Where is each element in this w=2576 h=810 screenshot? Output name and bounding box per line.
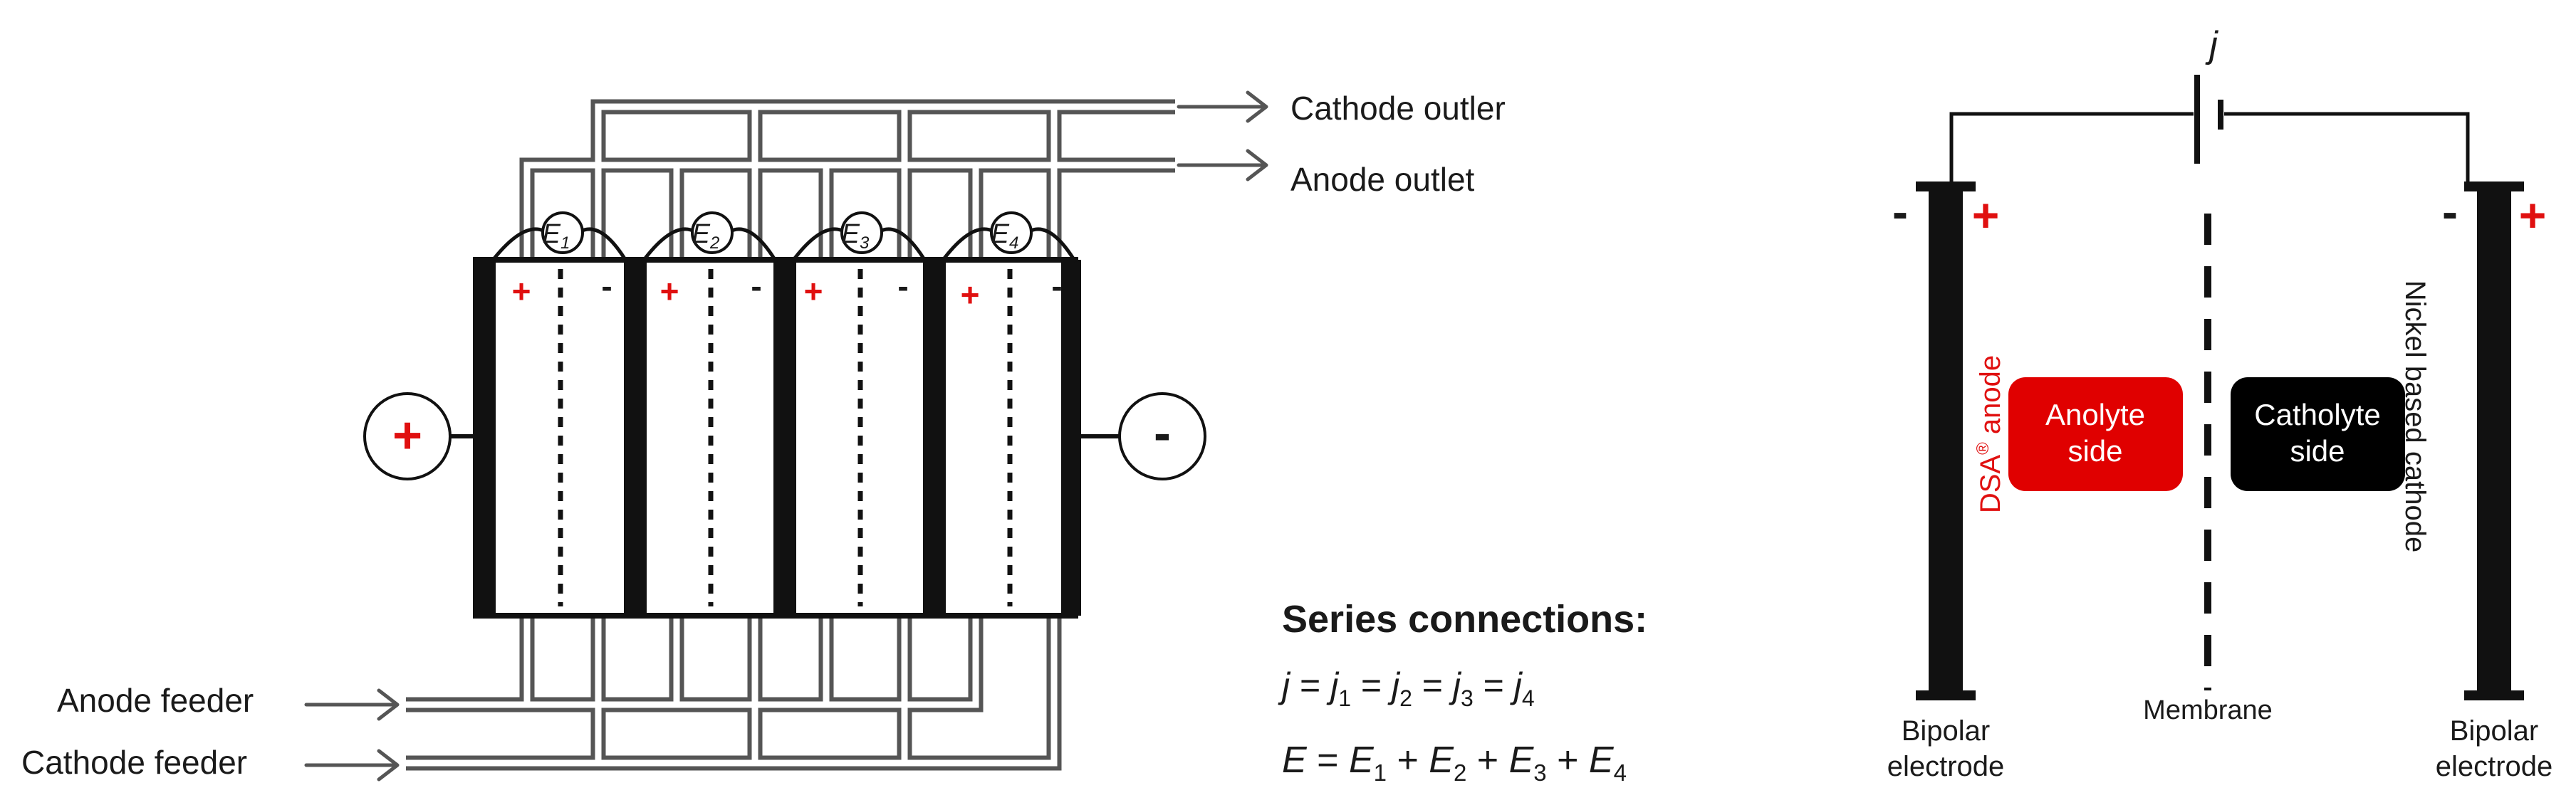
- cell-voltmeters: [490, 211, 1078, 263]
- right-electrode-caption-line2: electrode: [2436, 751, 2553, 782]
- cell-plus-sign: +: [512, 273, 531, 310]
- external-circuit: j: [1949, 24, 2470, 182]
- cell-3: [773, 257, 929, 619]
- cell-voltage-label: E2: [692, 219, 720, 253]
- membrane-label: Membrane: [2143, 695, 2273, 725]
- bipolar-plate: [776, 260, 796, 616]
- positive-terminal: +: [363, 392, 476, 480]
- right-electrode-minus: -: [2442, 185, 2458, 238]
- anode-label: DSA® anode: [1973, 355, 2006, 513]
- cell-minus-sign: -: [1051, 268, 1062, 305]
- bipolar-plate: [476, 260, 496, 616]
- bipolar-plate: [627, 260, 647, 616]
- end-plate: [1061, 260, 1081, 616]
- catholyte-line1: Catholyte: [2254, 398, 2380, 431]
- left-electrode-caption-line2: electrode: [1887, 751, 2005, 782]
- current-label: j: [2205, 24, 2218, 65]
- right-electrode-plus: +: [2519, 189, 2547, 241]
- current-equation: j = j1 = j2 = j3 = j4: [1278, 666, 1535, 711]
- cell-1: [473, 257, 630, 619]
- cell-voltage-label: E3: [842, 219, 870, 253]
- anolyte-box: Anolyte side: [2008, 377, 2183, 491]
- feeder-pipes: [406, 612, 1062, 771]
- anode-feeder-label: Anode feeder: [57, 682, 254, 719]
- cell-2: [624, 257, 779, 619]
- cathode-feeder-arrow: [304, 749, 400, 782]
- anode-feeder-arrow: [304, 688, 400, 721]
- cell-voltage-label: E4: [991, 219, 1019, 253]
- negative-terminal: -: [1081, 392, 1206, 480]
- bipolar-stack-diagram: E1 E2 E3 E4 + - + - + - + - + -: [21, 90, 1506, 782]
- left-electrode-caption-line1: Bipolar: [1902, 715, 1991, 747]
- cathode-feeder-label: Cathode feeder: [21, 744, 247, 781]
- cell-plus-sign: +: [961, 276, 980, 313]
- cell-plus-sign: +: [804, 273, 823, 310]
- equations-heading: Series connections:: [1282, 598, 1647, 641]
- cell-minus-sign: -: [601, 268, 612, 305]
- right-bipolar-electrode: - + Bipolar electrode: [2436, 182, 2553, 782]
- cathode-outlet-label: Cathode outler: [1290, 90, 1506, 127]
- cell-polarity-marks: + - + - + - + -: [512, 268, 1063, 313]
- cell-minus-sign: -: [897, 268, 908, 305]
- left-electrode-minus: -: [1892, 185, 1908, 238]
- cell-voltage-label: E1: [543, 219, 570, 253]
- negative-terminal-sign: -: [1154, 405, 1171, 462]
- left-electrode-plus: +: [1972, 189, 2000, 241]
- bipolar-plate: [926, 260, 946, 616]
- cell-voltage-labels: E1 E2 E3 E4: [543, 219, 1019, 253]
- anode-outlet-label: Anode outlet: [1290, 161, 1475, 198]
- right-electrode-caption-line1: Bipolar: [2450, 715, 2539, 747]
- single-cell-diagram: j - + Bipolar electrode - + Bipolar elec…: [1887, 24, 2553, 782]
- catholyte-box: Catholyte side: [2231, 377, 2405, 491]
- left-bipolar-electrode: - + Bipolar electrode: [1887, 182, 2005, 782]
- cell-4: [923, 257, 1081, 619]
- cell-plus-sign: +: [660, 273, 679, 310]
- voltmeter-circle: [840, 211, 883, 254]
- anolyte-line1: Anolyte: [2045, 398, 2145, 431]
- voltmeter-circle: [990, 211, 1033, 254]
- flow-arrows: [304, 90, 1268, 782]
- anolyte-line2: side: [2067, 434, 2122, 468]
- outlet-pipes: [519, 99, 1175, 270]
- voltmeter-circle: [691, 211, 734, 254]
- catholyte-line2: side: [2290, 434, 2345, 468]
- cathode-outlet-arrow: [1177, 90, 1268, 123]
- positive-terminal-sign: +: [392, 407, 422, 464]
- potential-equation: E = E1 + E2 + E3 + E4: [1282, 740, 1627, 786]
- anode-outlet-arrow: [1177, 149, 1268, 182]
- cell-minus-sign: -: [751, 268, 761, 305]
- voltmeter-circle: [541, 211, 584, 254]
- series-connection-equations: Series connections: j = j1 = j2 = j3 = j…: [1278, 598, 1647, 786]
